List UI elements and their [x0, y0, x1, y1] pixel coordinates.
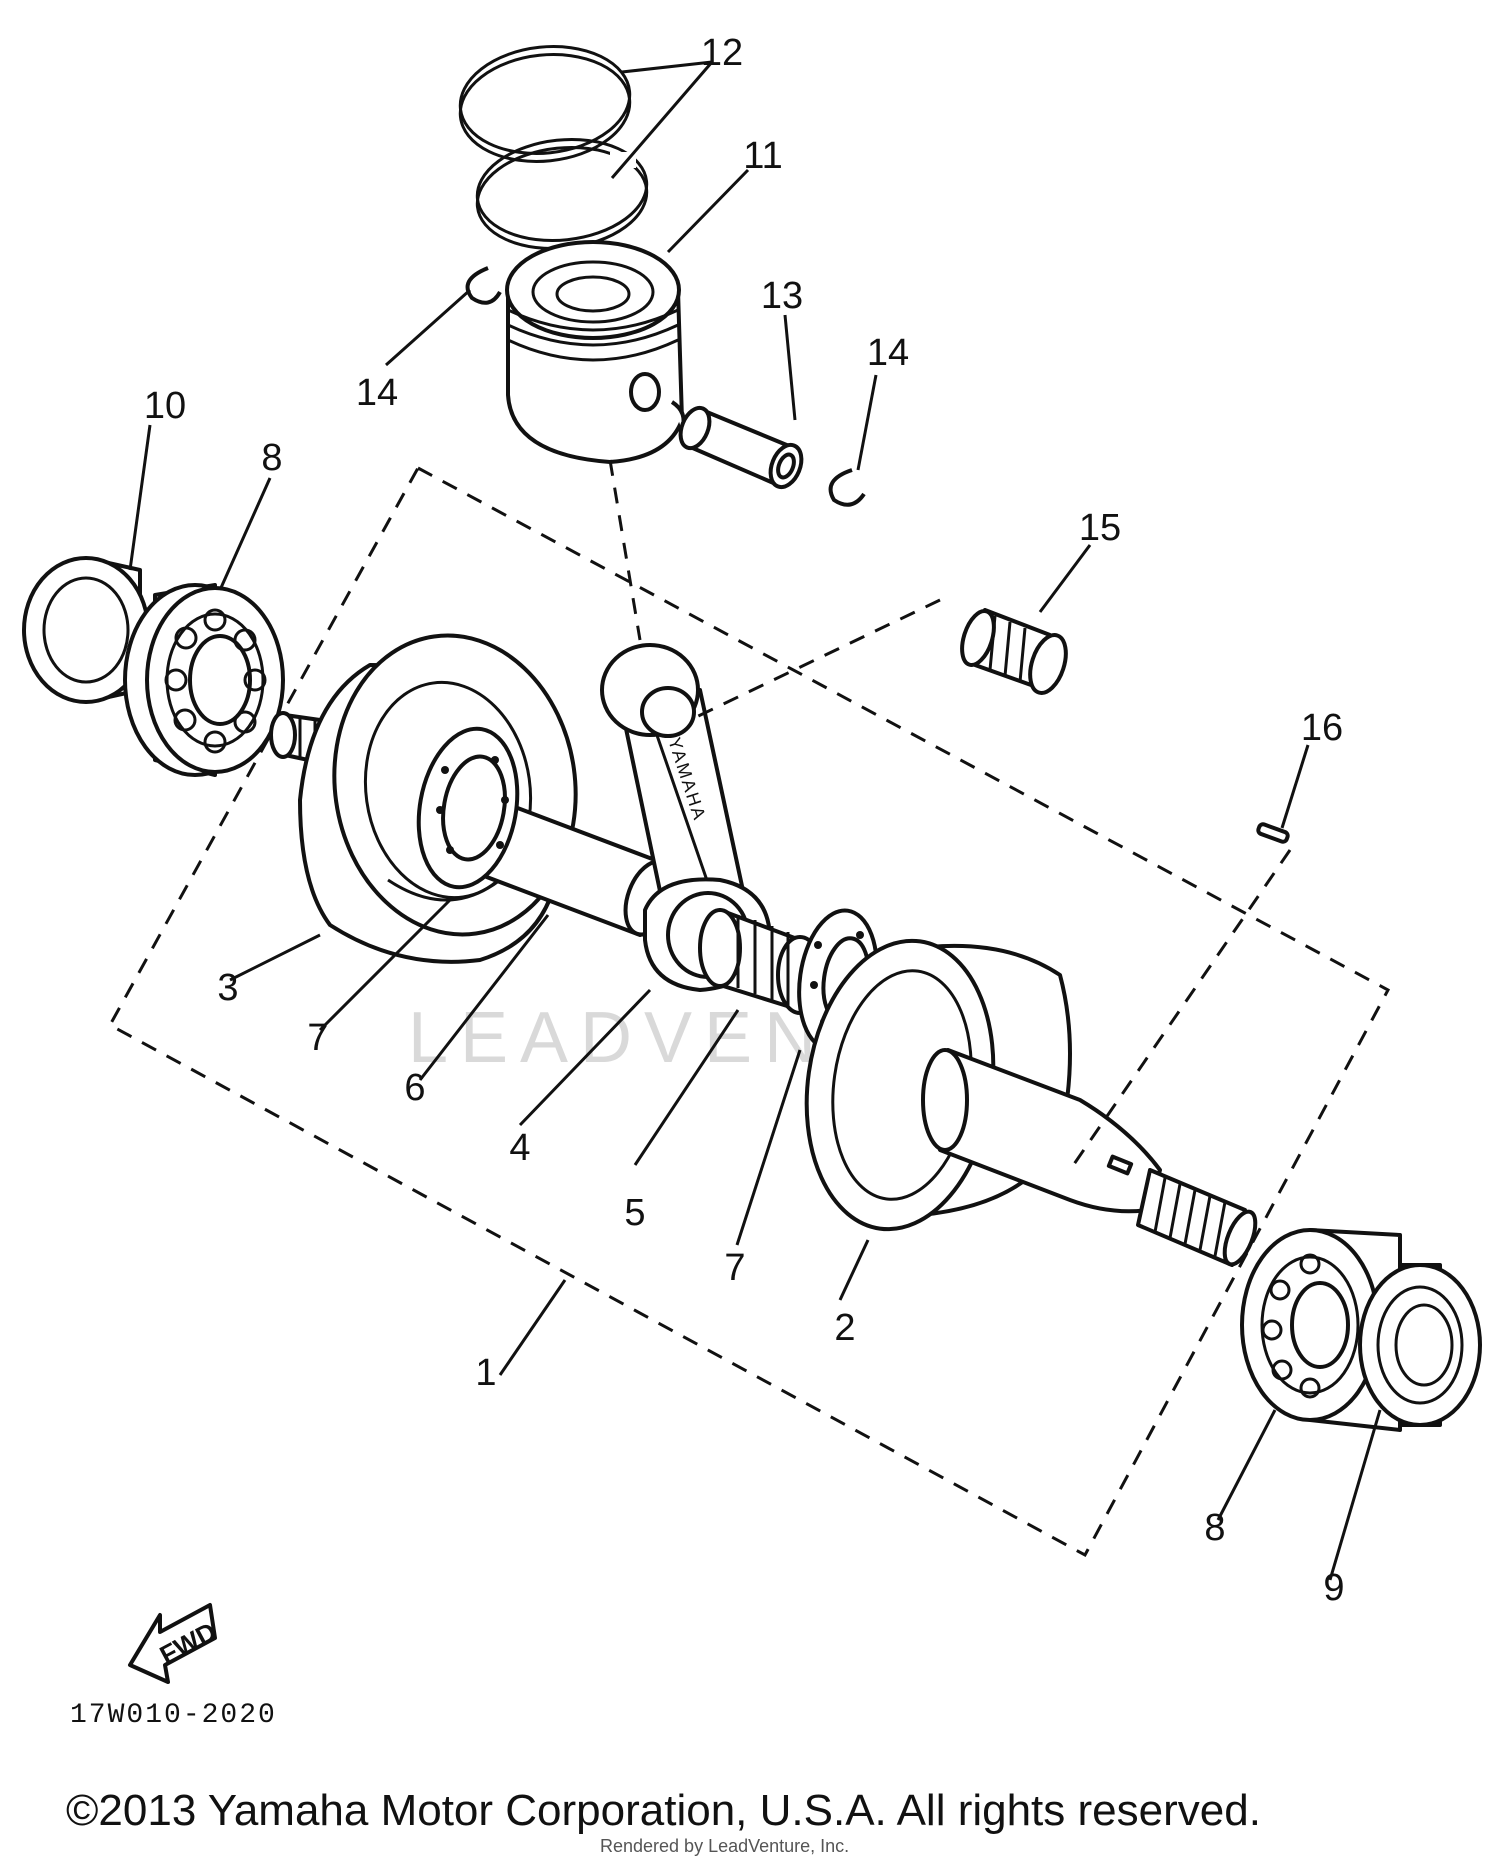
callout-13: 13 — [761, 275, 803, 317]
piston-pin-clip-left — [465, 266, 502, 305]
callout-11: 11 — [743, 135, 782, 177]
callout-2: 2 — [834, 1307, 855, 1349]
connecting-rod: YAMAHA — [600, 643, 772, 992]
copyright-notice: ©2013 Yamaha Motor Corporation, U.S.A. A… — [66, 1786, 1261, 1835]
oil-seal-right — [1358, 1263, 1482, 1427]
diagram-code: 17W010-2020 — [70, 1700, 277, 1731]
piston-rings — [458, 32, 649, 251]
callout-16: 16 — [1301, 707, 1343, 749]
woodruff-key — [1256, 822, 1290, 844]
right-crankshaft — [804, 938, 1258, 1267]
piston-pin — [678, 405, 804, 490]
callout-9: 9 — [1323, 1567, 1344, 1609]
render-credit: Rendered by LeadVenture, Inc. — [600, 1836, 850, 1856]
callout-15: 15 — [1079, 507, 1121, 549]
callout-4: 4 — [509, 1127, 530, 1169]
bearing-left — [123, 583, 285, 777]
forward-arrow-icon: FWD — [128, 1603, 221, 1684]
piston — [505, 240, 686, 464]
small-end-bearing — [960, 608, 1068, 695]
callout-7-right: 7 — [724, 1247, 745, 1289]
callout-8-right: 8 — [1204, 1507, 1225, 1549]
leader-lines — [128, 60, 1382, 1581]
callout-3: 3 — [217, 967, 238, 1009]
crankshaft-assembly-boundary — [107, 465, 1391, 1558]
callout-7-left: 7 — [307, 1017, 328, 1059]
washer-left — [416, 726, 520, 890]
callout-labels: 1 2 3 4 5 6 7 7 8 8 9 10 11 12 13 14 14 … — [144, 32, 1345, 1609]
callout-10: 10 — [144, 385, 186, 427]
callout-14-right: 14 — [867, 332, 909, 374]
callout-6: 6 — [404, 1067, 425, 1109]
callout-12: 12 — [701, 32, 743, 74]
callout-5: 5 — [624, 1192, 645, 1234]
piston-pin-clip-right — [828, 468, 866, 507]
callout-8-left: 8 — [261, 437, 282, 479]
callout-1: 1 — [475, 1352, 496, 1394]
callout-14-left: 14 — [356, 372, 398, 414]
